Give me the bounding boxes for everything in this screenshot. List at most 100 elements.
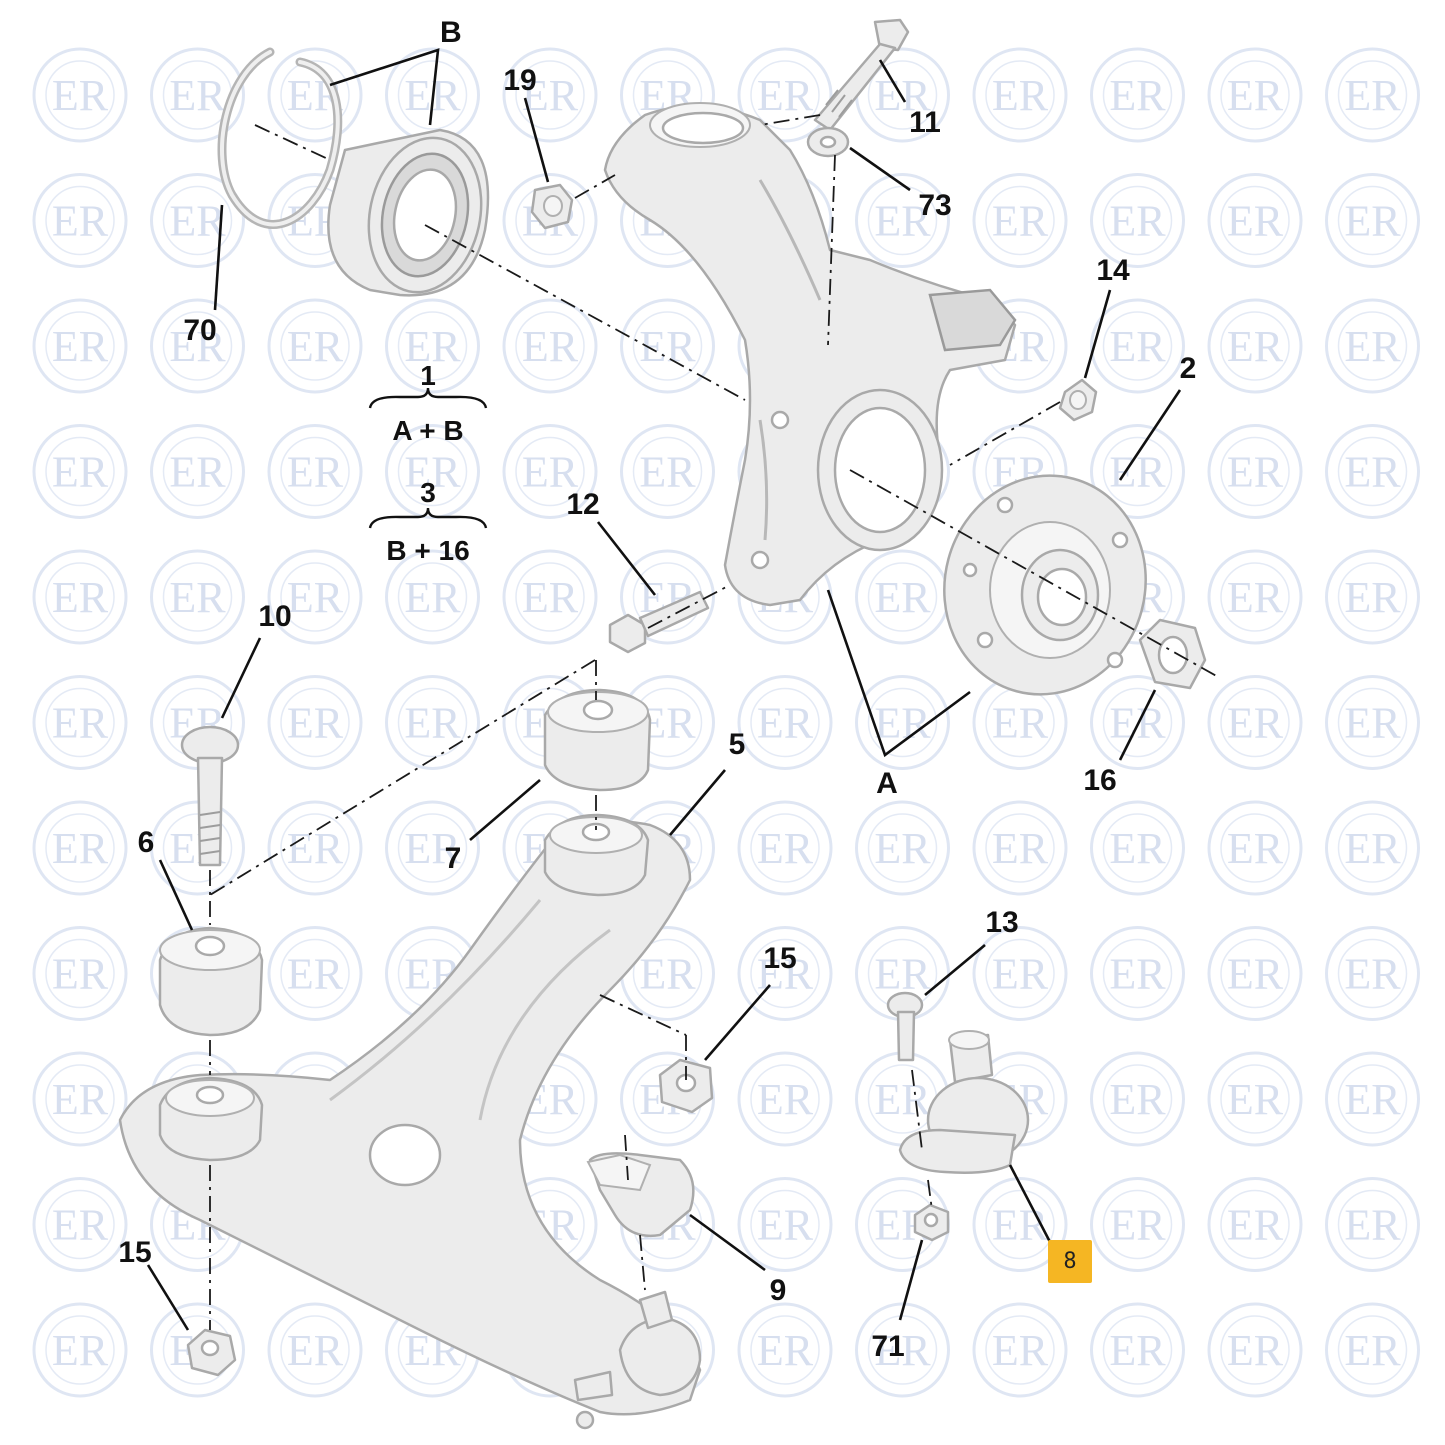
watermark-stamp: ER xyxy=(972,675,1068,770)
svg-text:ER: ER xyxy=(1227,573,1284,622)
svg-text:ER: ER xyxy=(287,699,344,748)
svg-text:ER: ER xyxy=(1109,1201,1166,1250)
svg-text:ER: ER xyxy=(874,950,931,999)
steering-knuckle-part xyxy=(603,102,1017,607)
watermark-stamp: ER xyxy=(32,47,128,143)
svg-text:ER: ER xyxy=(404,448,461,497)
ball-joint-8-part xyxy=(898,1030,1030,1174)
watermark-stamp: ER xyxy=(1090,1177,1185,1272)
svg-text:ER: ER xyxy=(52,1075,109,1124)
watermark-stamp: ER xyxy=(1325,47,1420,143)
watermark-stamp: ER xyxy=(32,549,128,645)
wheel-bearing-part xyxy=(327,128,490,297)
watermark-stamp: ER xyxy=(150,800,245,896)
svg-text:ER: ER xyxy=(169,448,226,497)
callout-15-left: 15 xyxy=(118,1236,151,1269)
watermark-stamp: ER xyxy=(1207,424,1303,519)
svg-text:ER: ER xyxy=(404,573,461,622)
watermark-stamp: ER xyxy=(855,47,950,143)
svg-text:ER: ER xyxy=(1109,71,1166,120)
watermark-stamp: ER xyxy=(385,800,480,896)
svg-text:ER: ER xyxy=(1227,71,1284,120)
svg-text:ER: ER xyxy=(992,824,1049,873)
svg-text:ER: ER xyxy=(1109,824,1166,873)
watermark-stamp: ER xyxy=(855,675,950,770)
svg-text:ER: ER xyxy=(757,1326,814,1375)
watermark-stamp: ER xyxy=(150,173,245,268)
callout-19: 19 xyxy=(503,64,536,97)
svg-text:ER: ER xyxy=(1344,950,1401,999)
watermark-stamp: ER xyxy=(32,1051,128,1147)
watermark-stamp: ER xyxy=(1325,549,1420,645)
svg-text:ER: ER xyxy=(287,448,344,497)
watermark-stamp: ER xyxy=(855,800,950,896)
svg-text:ER: ER xyxy=(1344,1201,1401,1250)
watermark-stamp: ER xyxy=(150,47,245,143)
svg-text:ER: ER xyxy=(52,824,109,873)
svg-text:ER: ER xyxy=(992,71,1049,120)
watermark-stamp: ER xyxy=(267,926,363,1021)
svg-text:ER: ER xyxy=(757,1075,814,1124)
callout-16: 16 xyxy=(1083,764,1116,797)
watermark-stamp: ER xyxy=(1207,298,1303,394)
watermark-stamp: ER xyxy=(502,424,598,519)
callout-12: 12 xyxy=(566,488,599,521)
watermark-stamp: ER xyxy=(737,47,833,143)
svg-text:ER: ER xyxy=(874,71,931,120)
watermark-stamp: ER xyxy=(502,298,598,394)
svg-text:ER: ER xyxy=(1344,824,1401,873)
svg-text:ER: ER xyxy=(1227,950,1284,999)
svg-text:ER: ER xyxy=(169,71,226,120)
callout-2: 2 xyxy=(1180,352,1197,385)
svg-text:ER: ER xyxy=(52,573,109,622)
bush-7-part xyxy=(543,688,652,792)
watermark-stamp: ER xyxy=(267,1302,363,1398)
svg-text:ER: ER xyxy=(1344,197,1401,246)
svg-text:ER: ER xyxy=(287,824,344,873)
lower-control-arm-part xyxy=(118,813,702,1430)
watermark-stamp: ER xyxy=(385,424,480,519)
callout-labels: B 70 19 11 73 14 2 12 A 16 10 6 7 5 13 1… xyxy=(118,16,1196,1363)
watermark-stamp: ER xyxy=(385,298,480,394)
watermark-stamp: ER xyxy=(1325,926,1420,1021)
svg-text:ER: ER xyxy=(639,950,696,999)
callout-6: 6 xyxy=(138,826,155,859)
svg-text:ER: ER xyxy=(992,1201,1049,1250)
svg-text:ER: ER xyxy=(52,1326,109,1375)
watermark-stamp: ER xyxy=(32,298,128,394)
svg-text:ER: ER xyxy=(1344,573,1401,622)
watermark-stamp: ER xyxy=(972,800,1068,896)
svg-text:ER: ER xyxy=(1227,322,1284,371)
watermark-stamp: ER xyxy=(1325,1302,1420,1398)
watermark-stamp: ER xyxy=(1325,675,1420,770)
watermark-stamp: ER xyxy=(1090,298,1185,394)
watermark-stamp: ER xyxy=(737,1177,833,1272)
svg-text:ER: ER xyxy=(522,71,579,120)
svg-text:ER: ER xyxy=(1344,1326,1401,1375)
callout-10: 10 xyxy=(258,600,291,633)
watermark-stamp: ER xyxy=(1325,298,1420,394)
svg-text:ER: ER xyxy=(169,322,226,371)
svg-text:ER: ER xyxy=(757,824,814,873)
nut-71-part xyxy=(913,1203,950,1242)
svg-text:ER: ER xyxy=(874,1326,931,1375)
leader-lines xyxy=(146,48,1182,1331)
watermark-stamp: ER xyxy=(1325,173,1420,268)
svg-text:ER: ER xyxy=(992,1326,1049,1375)
svg-text:ER: ER xyxy=(874,197,931,246)
wheel-hub-part xyxy=(943,474,1147,696)
watermark-stamp: ER xyxy=(737,675,833,770)
svg-text:ER: ER xyxy=(1227,1201,1284,1250)
watermark-stamp: ER xyxy=(855,173,950,268)
svg-text:ER: ER xyxy=(52,448,109,497)
formula-block-1: 1 A + B xyxy=(368,360,488,446)
watermark-stamp: ER xyxy=(267,298,363,394)
svg-text:ER: ER xyxy=(992,950,1049,999)
watermark-stamp: ER xyxy=(150,298,245,394)
callout-8-highlight: 8 xyxy=(1048,1240,1092,1283)
watermark-stamp: ER xyxy=(620,298,715,394)
svg-text:ER: ER xyxy=(522,448,579,497)
watermark-stamp: ER xyxy=(972,926,1068,1021)
svg-text:ER: ER xyxy=(1344,322,1401,371)
watermark-stamp: ER xyxy=(1090,173,1185,268)
